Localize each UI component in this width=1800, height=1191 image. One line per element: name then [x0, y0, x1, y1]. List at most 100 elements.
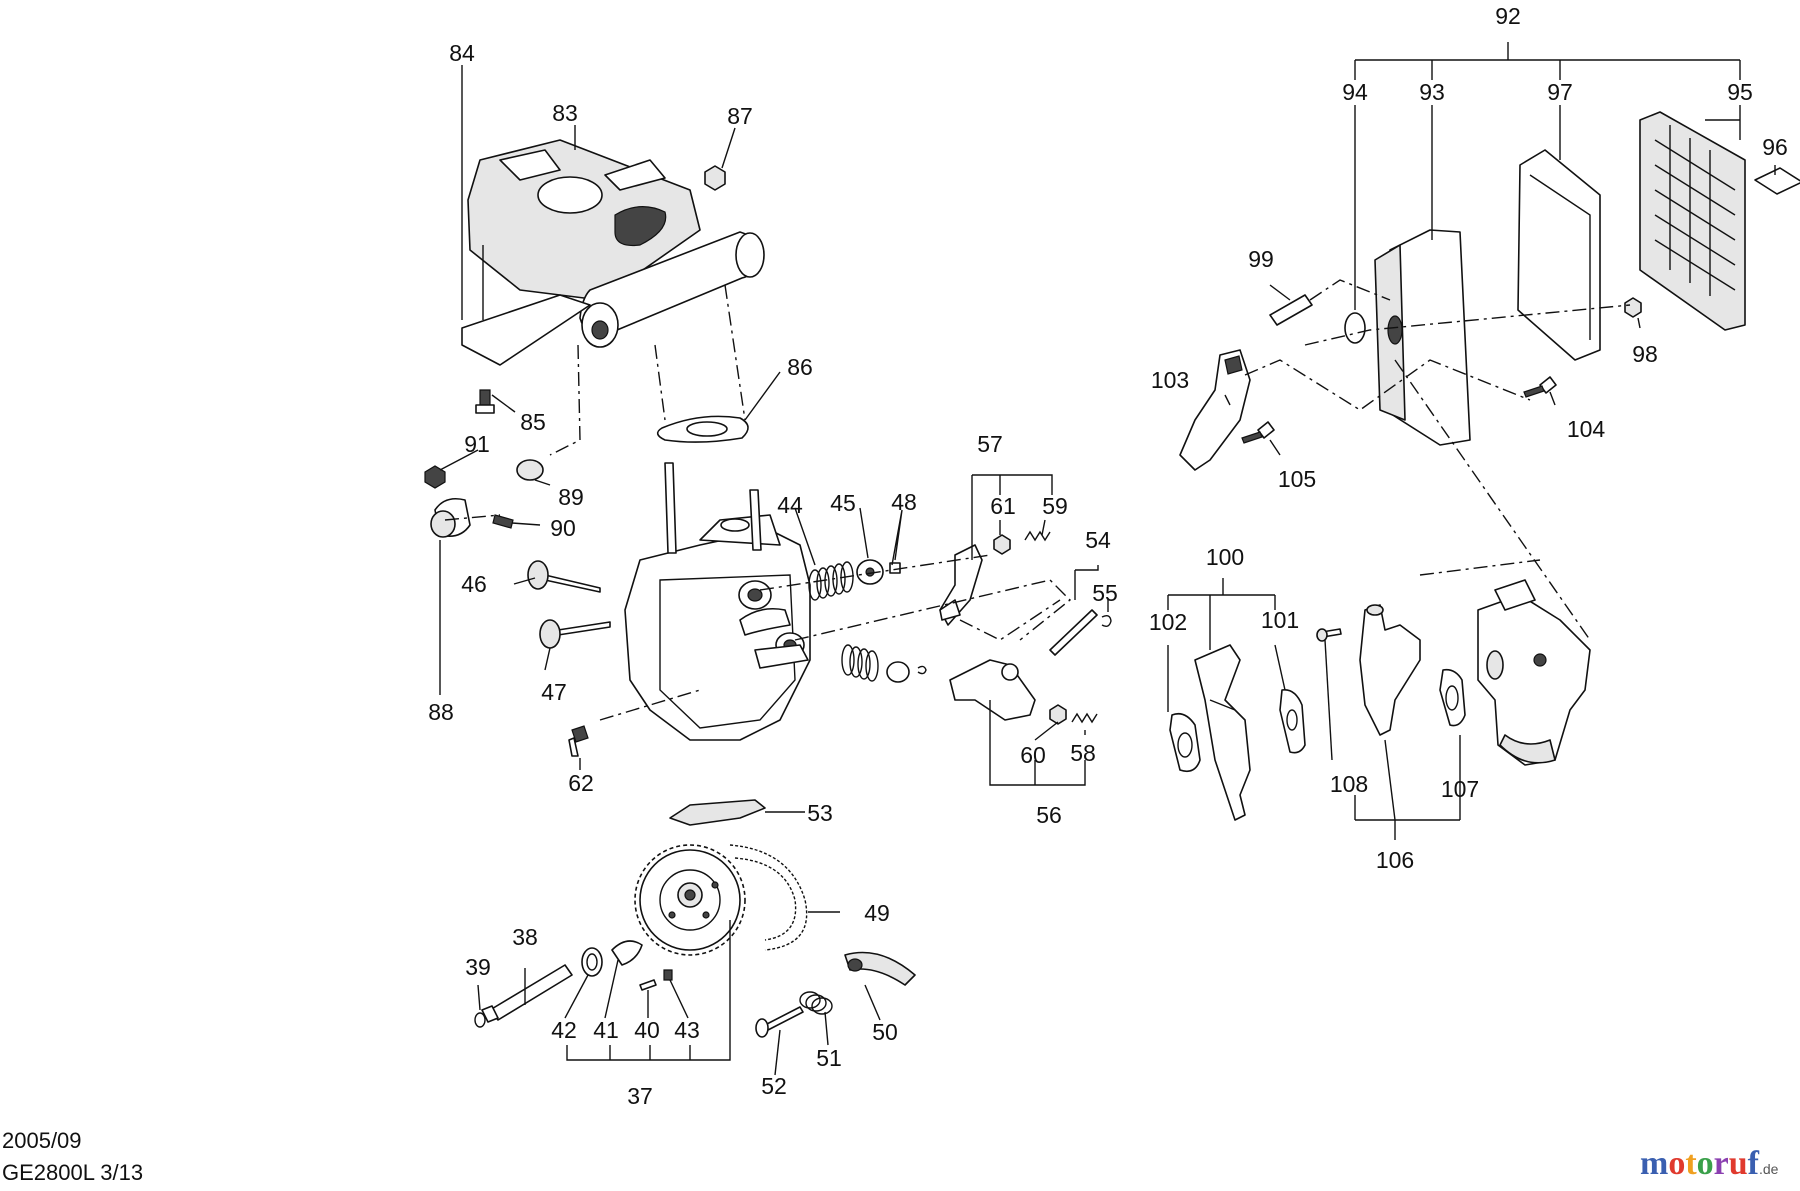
callout-97: 97: [1547, 79, 1573, 105]
valve-47: [557, 621, 611, 636]
spring-43: [663, 969, 673, 981]
screen-89: [516, 459, 544, 481]
camshaft-group: [474, 799, 916, 1076]
label-96: [1754, 167, 1800, 195]
callout-51: 51: [816, 1045, 842, 1071]
callout-105: 105: [1278, 466, 1316, 492]
callout-85: 85: [520, 409, 546, 435]
carb-adapter-106: [1359, 604, 1421, 736]
callout-107: 107: [1441, 776, 1479, 802]
pin-40: [639, 979, 657, 991]
logo-text: motoruf: [1640, 1145, 1759, 1182]
footer-model-page: GE2800L 3/13: [2, 1160, 144, 1185]
gasket-94: [1344, 312, 1366, 344]
tensioner-50: [844, 951, 916, 986]
pin-54: [1049, 609, 1098, 656]
callout-57: 57: [977, 431, 1003, 457]
callout-101: 101: [1261, 607, 1299, 633]
callout-98: 98: [1632, 341, 1658, 367]
callout-38: 38: [512, 924, 538, 950]
weight-41: [611, 940, 643, 966]
callout-86: 86: [787, 354, 813, 380]
callout-50: 50: [872, 1019, 898, 1045]
carburetor: [1477, 594, 1591, 766]
callout-37: 37: [627, 1083, 653, 1109]
callout-96: 96: [1762, 134, 1788, 160]
clip-55: [1101, 614, 1112, 628]
callout-104: 104: [1567, 416, 1606, 442]
callout-59: 59: [1042, 493, 1068, 519]
callout-94: 94: [1342, 79, 1368, 105]
cylinder-head-group: [513, 462, 1112, 786]
callout-54: 54: [1085, 527, 1111, 553]
nut-61: [993, 534, 1011, 555]
valve-46: [544, 574, 601, 593]
callout-88: 88: [428, 699, 454, 725]
callout-99: 99: [1248, 246, 1274, 272]
insulator-100: [1194, 644, 1251, 821]
callout-48: 48: [891, 489, 917, 515]
valve-spring-lower: [841, 644, 879, 682]
keeper-48: [889, 562, 901, 574]
callout-52: 52: [761, 1073, 787, 1099]
callout-46: 46: [461, 571, 487, 597]
callout-39: 39: [465, 954, 491, 980]
callout-45: 45: [830, 490, 856, 516]
bracket-103: [1179, 349, 1251, 471]
gasket-107: [1439, 668, 1466, 727]
callout-58: 58: [1070, 740, 1096, 766]
callout-84: 84: [449, 40, 475, 66]
callout-49: 49: [864, 900, 890, 926]
callout-90: 90: [550, 515, 576, 541]
spring-58: [1071, 712, 1098, 724]
filter-element-97: [1517, 149, 1601, 361]
timing-chain-49: [729, 844, 808, 951]
muffler-group: [424, 65, 781, 695]
callout-100: 100: [1206, 544, 1244, 570]
air-cleaner-group: [1179, 42, 1800, 641]
motoruf-logo: motoruf.de: [1640, 1145, 1778, 1183]
callout-40: 40: [634, 1017, 660, 1043]
tube-99: [1269, 294, 1313, 326]
logo-domain: .de: [1759, 1161, 1779, 1177]
callout-55: 55: [1092, 580, 1118, 606]
bolt-105: [1257, 421, 1275, 439]
callout-91: 91: [464, 431, 490, 457]
callout-95: 95: [1727, 79, 1753, 105]
carburetor-group: [1167, 578, 1591, 840]
callout-61: 61: [990, 493, 1016, 519]
callout-labels: 84 83 87 86 85 91 89 90 88 46 47 62 44 4…: [428, 3, 1788, 1109]
gasket-102: [1169, 712, 1201, 773]
rocker-bracket-56: [949, 659, 1036, 721]
callout-60: 60: [1020, 742, 1046, 768]
callout-106: 106: [1376, 847, 1414, 873]
footer-date: 2005/09: [2, 1128, 82, 1153]
gasket-101: [1279, 688, 1306, 754]
callout-56: 56: [1036, 802, 1062, 828]
nut-87: [704, 165, 726, 191]
callout-103: 103: [1151, 367, 1189, 393]
callout-42: 42: [551, 1017, 577, 1043]
callout-87: 87: [727, 103, 753, 129]
callout-44: 44: [777, 492, 803, 518]
callout-41: 41: [593, 1017, 619, 1043]
spring-51: [799, 991, 833, 1015]
muffler-bracket: [461, 294, 591, 366]
ring-42: [581, 947, 603, 977]
spring-59: [1024, 530, 1051, 542]
camshaft-38: [489, 964, 573, 1021]
air-cleaner-cover-95: [1639, 111, 1746, 331]
callout-43: 43: [674, 1017, 700, 1043]
callout-93: 93: [1419, 79, 1445, 105]
callout-47: 47: [541, 679, 567, 705]
clip-39: [474, 1012, 486, 1028]
callout-83: 83: [552, 100, 578, 126]
callout-92: 92: [1495, 3, 1521, 29]
callout-102: 102: [1149, 609, 1187, 635]
chain-guide-53: [669, 799, 766, 826]
callout-108: 108: [1330, 771, 1368, 797]
nut-60: [1049, 704, 1067, 725]
callout-53: 53: [807, 800, 833, 826]
nut-98: [1624, 297, 1642, 318]
